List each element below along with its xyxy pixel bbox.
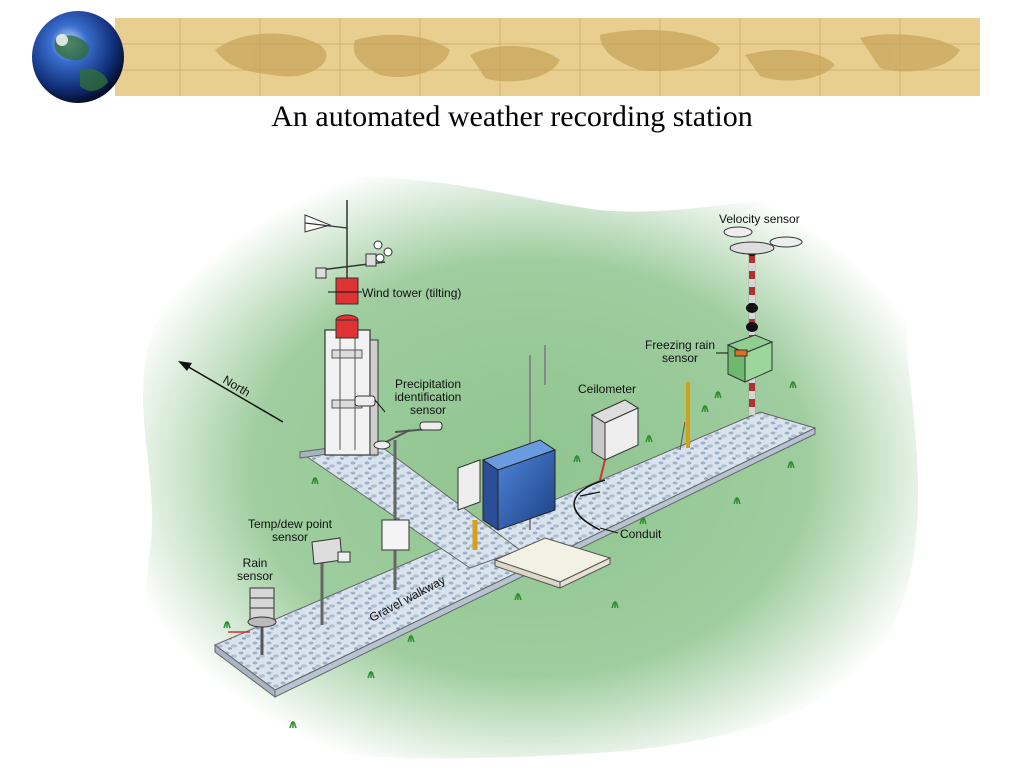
map-strip	[115, 18, 980, 96]
freezing-rain-sensor	[679, 382, 690, 451]
wind-tower-label: Wind tower (tilting)	[362, 286, 461, 300]
precipitation-sensor	[354, 395, 443, 590]
temp-dew-sensor	[311, 537, 351, 625]
slide-title: An automated weather recording station	[271, 100, 753, 133]
precipitation-label-line1: Precipitation	[395, 377, 461, 391]
temp-dew-label-line1: Temp/dew point	[248, 517, 333, 531]
rain-label-line1: Rain	[243, 556, 268, 570]
conduit-label: Conduit	[620, 527, 662, 541]
globe-icon	[32, 11, 124, 103]
concrete-pad	[493, 537, 612, 589]
precipitation-label-line2: identification	[395, 390, 462, 404]
ceilometer	[573, 399, 640, 531]
data-logger-enclosure	[457, 345, 557, 550]
ceilometer-label: Ceilometer	[578, 382, 636, 396]
rain-sensor	[228, 587, 277, 655]
grass-tufts	[223, 381, 797, 729]
freezing-rain-label-line1: Freezing rain	[645, 338, 715, 352]
temp-dew-label-line2: sensor	[272, 530, 308, 544]
leader-lines	[328, 291, 728, 534]
header-banner	[32, 11, 980, 103]
weather-station-diagram: Wind tower (tilting) Velocity sensor Pre…	[142, 177, 919, 759]
velocity-sensor-label: Velocity sensor	[719, 212, 800, 226]
north-arrow	[178, 361, 284, 423]
velocity-sensor-pole	[723, 226, 803, 415]
rain-label-line2: sensor	[237, 569, 273, 583]
precipitation-label-line3: sensor	[410, 403, 446, 417]
freezing-rain-label-line2: sensor	[662, 351, 698, 365]
